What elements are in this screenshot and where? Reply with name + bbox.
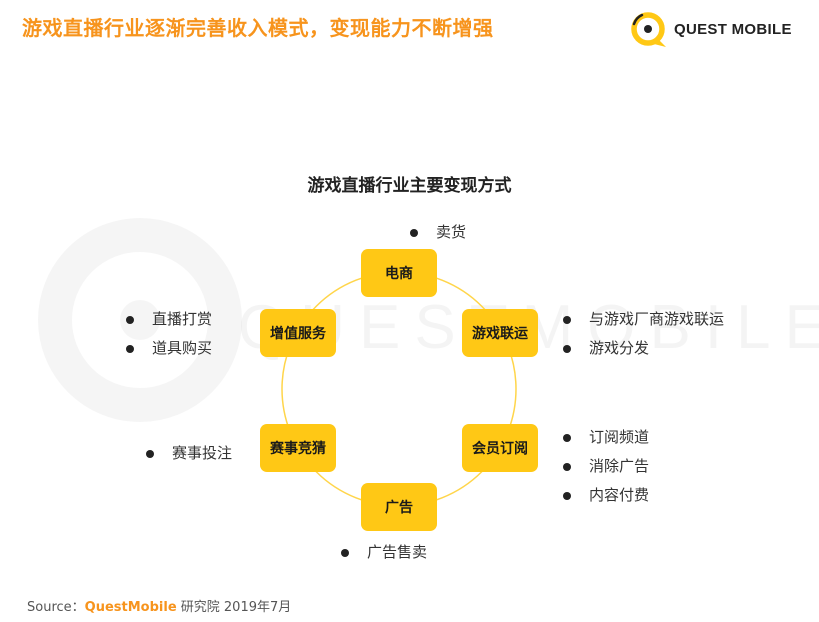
source-label: Source： (27, 600, 85, 615)
bullet-dot-icon (146, 449, 154, 458)
game-operation-details: 与游戏厂商游戏联运 游戏分发 (563, 305, 724, 363)
bullet-dot-icon (563, 344, 571, 353)
list-item: 内容付费 (563, 481, 649, 510)
node-ecommerce: 电商 (361, 249, 437, 297)
bullet-dot-icon (563, 315, 571, 324)
advertising-details: 广告售卖 (341, 538, 427, 567)
list-item: 广告售卖 (341, 538, 427, 567)
list-item: 游戏分发 (563, 334, 724, 363)
bullet-dot-icon (563, 433, 571, 442)
bullet-dot-icon (563, 491, 571, 500)
logo-text: QUEST MOBILE (674, 21, 792, 38)
source-brand: QuestMobile (84, 600, 177, 615)
list-item: 订阅频道 (563, 423, 649, 452)
list-item: 赛事投注 (146, 439, 232, 468)
value-added-details: 直播打赏 道具购买 (126, 305, 212, 363)
betting-details: 赛事投注 (146, 439, 232, 468)
node-membership: 会员订阅 (462, 424, 538, 472)
list-item: 道具购买 (126, 334, 212, 363)
diagram-title: 游戏直播行业主要变现方式 (307, 176, 512, 196)
node-advertising: 广告 (361, 483, 437, 531)
bullet-dot-icon (410, 228, 418, 237)
source-note: Source：QuestMobile 研究院 2019年7月 (27, 596, 291, 615)
bullet-dot-icon (341, 548, 349, 557)
ecommerce-details: 卖货 (410, 218, 466, 247)
source-detail: 研究院 2019年7月 (180, 600, 292, 615)
bullet-dot-icon (563, 462, 571, 471)
bullet-dot-icon (126, 315, 134, 324)
bullet-dot-icon (126, 344, 134, 353)
page-title: 游戏直播行业逐渐完善收入模式，变现能力不断增强 (22, 16, 494, 40)
node-betting: 赛事竞猜 (260, 424, 336, 472)
list-item: 卖货 (410, 218, 466, 247)
brand-logo: QUEST MOBILE (628, 8, 808, 50)
list-item: 与游戏厂商游戏联运 (563, 305, 724, 334)
list-item: 消除广告 (563, 452, 649, 481)
quest-mobile-logo-icon (631, 12, 666, 47)
list-item: 直播打赏 (126, 305, 212, 334)
node-value-added: 增值服务 (260, 309, 336, 357)
node-game-operation: 游戏联运 (462, 309, 538, 357)
membership-details: 订阅频道 消除广告 内容付费 (563, 423, 649, 510)
